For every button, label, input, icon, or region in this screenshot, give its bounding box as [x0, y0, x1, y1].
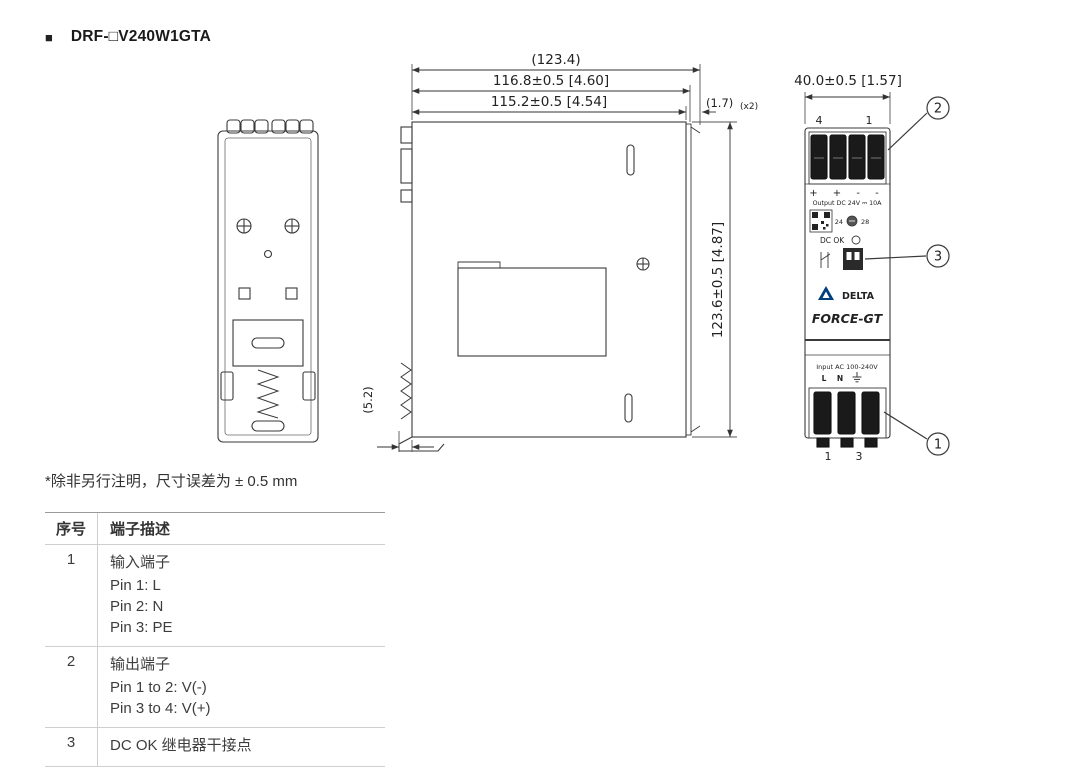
callout-3: 3 [864, 244, 950, 268]
din-clip [232, 319, 304, 367]
pin-l-label: L [822, 374, 827, 383]
input-rating-label: Input AC 100-240V [816, 363, 878, 371]
polarity-marks: + + - - [809, 188, 885, 199]
pin-line: Pin 3: PE [110, 619, 173, 636]
dim-width: 40.0±0.5 [1.57] [794, 73, 902, 89]
top-pin-left-label: 4 [816, 114, 823, 127]
input-terminal-block [813, 391, 880, 448]
row-title: DC OK 继电器干接点 [110, 737, 252, 754]
output-terminal-block [810, 134, 885, 180]
callout-2: 2 [887, 96, 950, 151]
row-title: 输出端子 [110, 656, 171, 673]
release-foot [398, 436, 445, 452]
clip-spring [256, 369, 280, 419]
terminal-description-table: 序号 端子描述 1 输入端子 Pin 1: L Pin 2: N Pin 3: … [45, 512, 385, 767]
callout-1: 1 [883, 411, 950, 456]
model-title: DRF-□V240W1GTA [70, 28, 212, 45]
screw-icon [636, 257, 650, 271]
callout-2-number: 2 [934, 102, 942, 117]
front-view-texts: 4 1 + + - - Output DC 24V ⎓ 10A 24 28 DC… [809, 114, 885, 463]
header-col-no: 序号 [55, 521, 86, 538]
row-number: 1 [66, 551, 76, 568]
brand-label: DELTA [842, 291, 875, 302]
pin-n-label: N [837, 374, 843, 383]
dc-ok-led [851, 235, 861, 245]
table-row-dc-ok: 3 DC OK 继电器干接点 [45, 728, 385, 767]
table-row-input: 1 输入端子 Pin 1: L Pin 2: N Pin 3: PE [45, 545, 385, 647]
pin-line: Pin 3 to 4: V(+) [110, 700, 211, 717]
dim-rail-offset: (5.2) [361, 386, 375, 413]
adjust-max-label: 28 [861, 218, 869, 226]
dim-depth2: 115.2±0.5 [4.54] [491, 94, 607, 110]
dc-ok-label: DC OK [820, 236, 845, 245]
qr-code [809, 209, 833, 233]
dimension-lines [377, 64, 891, 452]
row-number: 2 [66, 653, 76, 670]
row-number: 3 [66, 734, 76, 751]
technical-drawing: (123.4) 116.8±0.5 [4.60] 115.2±0.5 [4.54… [217, 52, 950, 463]
screw-icon [236, 218, 252, 234]
voltage-adjust-pot [846, 215, 858, 227]
dim-depth1: 116.8±0.5 [4.60] [493, 73, 609, 89]
ground-icon [852, 372, 862, 383]
dim-flange: (1.7) [706, 96, 733, 110]
series-label: FORCE-GT [812, 311, 884, 326]
section-title-row: ■ DRF-□V240W1GTA [45, 28, 211, 46]
dip-switch [843, 248, 863, 270]
top-pin-right-label: 1 [866, 114, 873, 127]
adjust-min-label: 24 [835, 218, 843, 226]
side-view [398, 121, 701, 452]
label-recess [457, 267, 607, 357]
rear-view [217, 119, 319, 443]
row-title: 输入端子 [110, 554, 171, 571]
dim-overall-depth: (123.4) [531, 52, 580, 68]
header-col-desc: 端子描述 [97, 513, 385, 544]
pin-line: Pin 1 to 2: V(-) [110, 679, 207, 696]
rail-spring [400, 362, 412, 420]
callout-1-number: 1 [934, 438, 942, 453]
dim-height: 123.6±0.5 [4.87] [710, 222, 726, 338]
relay-contact-icon [820, 252, 831, 268]
section-bullet-icon: ■ [45, 29, 53, 45]
front-view [804, 127, 891, 448]
pin-line: Pin 1: L [110, 577, 161, 594]
callout-3-number: 3 [934, 250, 942, 265]
table-header-row: 序号 端子描述 [45, 513, 385, 545]
pilot-hole [263, 249, 273, 259]
delta-logo-icon [818, 286, 834, 300]
dim-flange-count: (x2) [740, 102, 758, 112]
screw-icon [284, 218, 300, 234]
output-rating-label: Output DC 24V ⎓ 10A [813, 200, 882, 207]
tolerance-note: *除非另行注明，尺寸误差为 ± 0.5 mm [45, 473, 298, 490]
dimension-texts: (123.4) 116.8±0.5 [4.60] 115.2±0.5 [4.54… [361, 52, 902, 414]
pin-line: Pin 2: N [110, 598, 164, 615]
bottom-pin-left-label: 1 [825, 450, 832, 463]
table-row-output: 2 输出端子 Pin 1 to 2: V(-) Pin 3 to 4: V(+) [45, 647, 385, 728]
bottom-pin-right-label: 3 [856, 450, 863, 463]
